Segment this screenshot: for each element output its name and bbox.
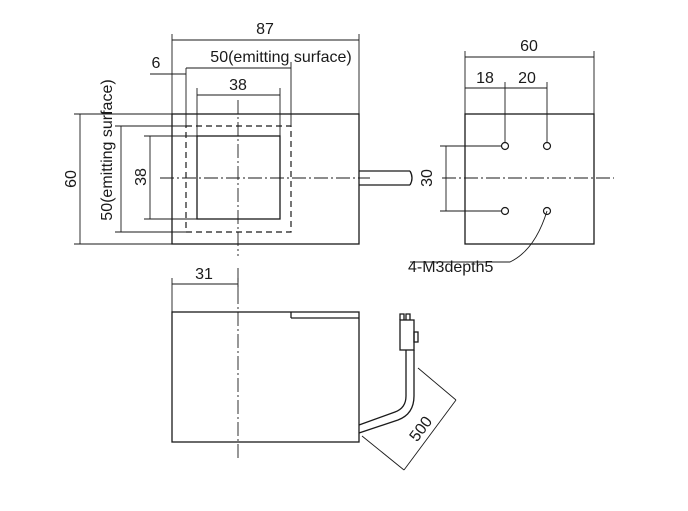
inner-window-outline [196, 135, 281, 220]
thread-callout-leader [410, 210, 548, 263]
connector-pins [399, 313, 411, 320]
dim-50v-label: 50(emitting surface) [99, 79, 116, 220]
dim-18-label: 18 [476, 70, 494, 87]
top-body-outline [171, 311, 360, 443]
dim-50h-label: 50(emitting surface) [210, 49, 351, 66]
dim-31-label: 31 [195, 266, 213, 283]
dim-87-label: 87 [256, 21, 274, 38]
cable-inner [358, 350, 415, 434]
dim-38v-label: 38 [133, 168, 150, 186]
thread-callout-label: 4-M3depth5 [408, 259, 493, 276]
dim-500-line [403, 399, 457, 471]
front-body-outline [171, 113, 360, 245]
mounting-hole [542, 141, 552, 151]
side-body-outline [464, 113, 595, 245]
cable-stub-end [409, 170, 413, 186]
dim-500-ext-a [361, 435, 405, 471]
dim-500-label: 500 [407, 413, 437, 445]
connector-latch [413, 331, 419, 343]
dim-60v-label: 60 [63, 170, 80, 188]
mounting-hole [500, 141, 510, 151]
mounting-hole [500, 206, 510, 216]
emitting-surface-outline [185, 125, 292, 233]
dim-60w-label: 60 [520, 38, 538, 55]
connector-body [399, 319, 415, 351]
dim-500-ext-b [417, 367, 457, 401]
dim-38h-label: 38 [229, 77, 247, 94]
dim-20-label: 20 [518, 70, 536, 87]
dim-30-label: 30 [419, 169, 436, 187]
side-view: 60 18 20 30 4-M3depth5 [408, 38, 614, 276]
top-view: 31 500 [171, 266, 457, 471]
cable-outer [358, 350, 407, 426]
front-view: 87 6 50(emitting surface) 38 60 50(emitt… [63, 21, 413, 256]
dim-6-label: 6 [152, 55, 161, 72]
